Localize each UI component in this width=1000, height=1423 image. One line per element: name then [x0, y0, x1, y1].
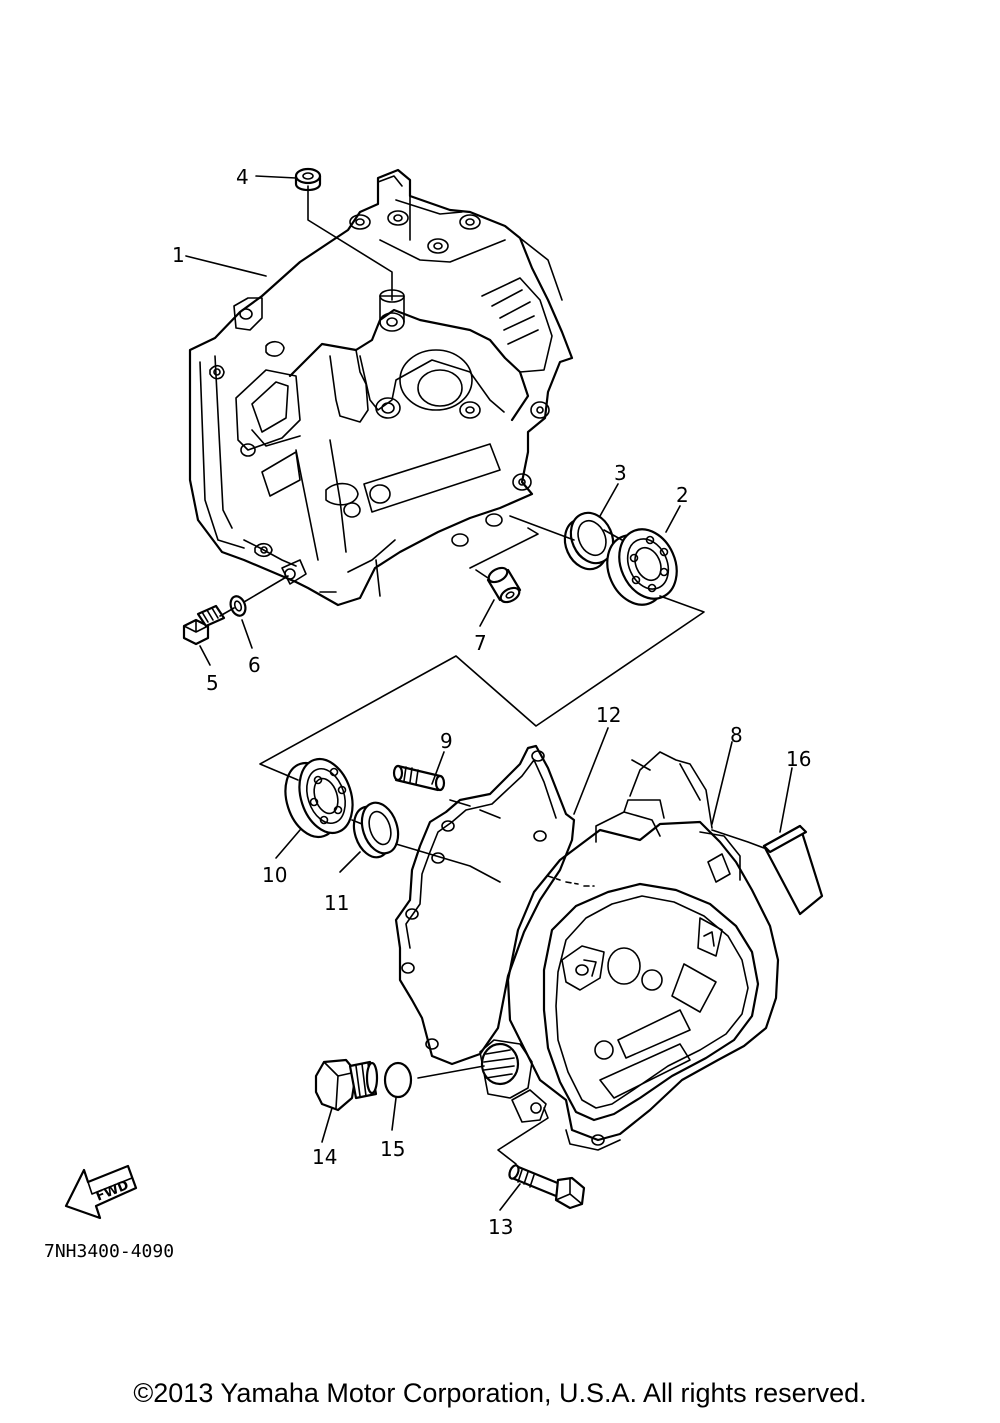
crankcase-cover-part-12 — [396, 746, 574, 1064]
callout-11: 11 — [324, 891, 349, 915]
callout-16: 16 — [786, 747, 811, 771]
copyright-notice: ©2013 Yamaha Motor Corporation, U.S.A. A… — [133, 1378, 867, 1408]
part-13-bolt — [508, 1164, 584, 1208]
part-11-oil-seal — [348, 798, 404, 862]
callout-9: 9 — [440, 729, 453, 753]
callout-4: 4 — [236, 165, 249, 189]
housing-part-8 — [480, 752, 778, 1150]
callout-8: 8 — [730, 723, 743, 747]
callout-numbers: 1 2 3 4 5 6 7 8 9 10 11 12 13 14 15 16 — [172, 165, 811, 1239]
callout-1: 1 — [172, 243, 185, 267]
callout-leaders — [186, 176, 792, 1210]
fwd-arrow: FWD — [66, 1166, 136, 1218]
part-3-oil-seal — [557, 506, 621, 576]
callout-5: 5 — [206, 671, 219, 695]
callout-10: 10 — [262, 863, 287, 887]
callout-7: 7 — [474, 631, 487, 655]
part-2-bearing — [597, 520, 688, 614]
callout-6: 6 — [248, 653, 261, 677]
part-15-o-ring — [385, 1063, 411, 1097]
callout-15: 15 — [380, 1137, 405, 1161]
callout-12: 12 — [596, 703, 621, 727]
callout-14: 14 — [312, 1145, 337, 1169]
part-10-bearing — [276, 752, 361, 844]
diagram-code: 7NH3400-4090 — [44, 1241, 174, 1262]
part-7-dowel-pin — [486, 565, 521, 605]
crankcase-part-1 — [190, 170, 572, 605]
assembly-lines — [220, 186, 764, 1164]
callout-13: 13 — [488, 1215, 513, 1239]
part-9-stud — [394, 766, 444, 790]
part-16-pad — [764, 826, 822, 914]
part-4-cap — [296, 169, 320, 190]
part-6-washer — [228, 594, 248, 618]
callout-2: 2 — [676, 483, 689, 507]
part-5-drain-bolt — [184, 606, 224, 644]
part-14-oil-filler-cap — [316, 1060, 377, 1110]
callout-3: 3 — [614, 461, 627, 485]
